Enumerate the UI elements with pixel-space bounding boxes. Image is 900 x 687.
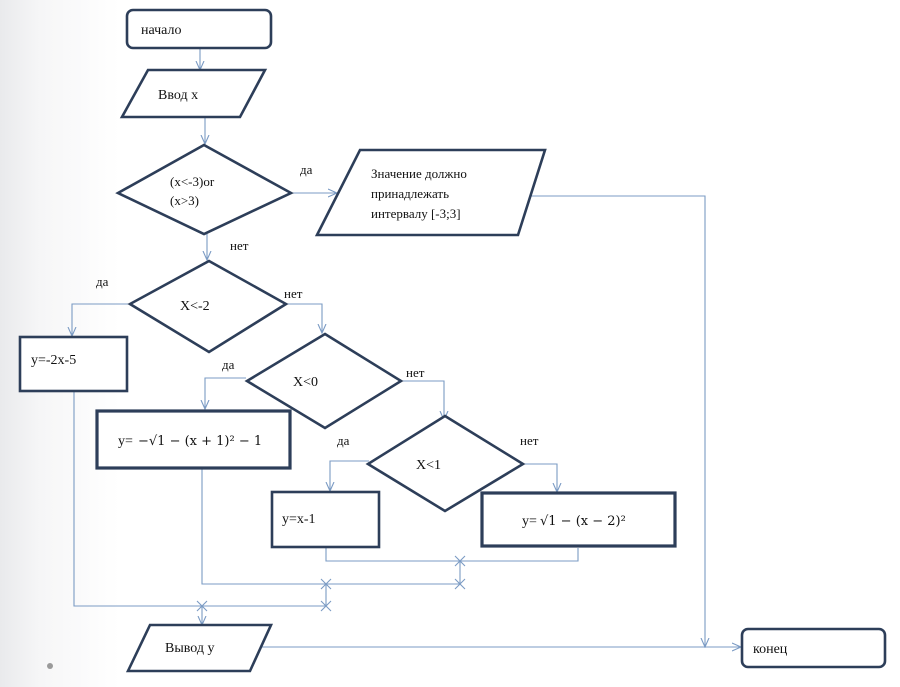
edge-lt-m2-yes	[72, 303, 128, 336]
edge-error-end	[522, 195, 705, 647]
cond-range-diamond	[115, 143, 294, 236]
cond-lt-1-label: X<1	[416, 458, 441, 473]
cond-lt-m2-diamond	[127, 259, 289, 354]
calc-sqrt-neg-formula: −√1 − (x + 1)² − 1	[138, 434, 262, 449]
calc-sqrt-neg-block	[95, 409, 292, 470]
output-label: Вывод y	[165, 641, 214, 656]
input-label: Ввод x	[158, 88, 198, 103]
slide-bullet-dot	[47, 663, 53, 669]
end-label: конец	[753, 642, 788, 657]
edge-merge-mid	[201, 469, 460, 585]
cond-lt-0-diamond	[244, 332, 404, 430]
edge-label-yes-m2: да	[96, 274, 109, 289]
input-block	[119, 68, 268, 119]
calc-m2x5-label: y=-2x-5	[31, 353, 76, 368]
cond-range-label-2: (x>3)	[170, 193, 199, 208]
error-label-2: принадлежать	[371, 186, 449, 201]
junction-ticks	[196, 555, 466, 612]
edge-merge-outer	[73, 391, 326, 607]
edge-lt-0-yes	[205, 377, 246, 409]
error-label-3: интервалу [-3;3]	[371, 206, 461, 221]
calc-sqrt-pos-formula: √1 − (x − 2)²	[540, 514, 626, 529]
calc-x-minus-1-label: y=x-1	[282, 512, 316, 527]
cond-lt-0-label: X<0	[293, 375, 318, 390]
error-output-block	[314, 148, 547, 237]
calc-x-minus-1-block	[270, 490, 381, 549]
output-block	[125, 623, 274, 673]
start-label: начало	[141, 23, 182, 38]
error-label-1: Значение должно	[371, 166, 467, 181]
edge-lt-1-yes	[330, 460, 369, 491]
connectors	[72, 49, 741, 647]
start-terminal	[125, 8, 273, 50]
edge-merge-inner	[325, 547, 579, 562]
cond-range-label-1: (x<-3)or	[170, 174, 215, 189]
end-terminal	[740, 627, 887, 669]
edge-label-yes-0: да	[222, 357, 235, 372]
edge-lt-m2-no	[285, 303, 322, 333]
edge-label-no-0: нет	[406, 365, 425, 380]
calc-sqrt-neg-prefix: y=	[118, 434, 133, 449]
edge-lt-1-no	[522, 463, 557, 492]
edge-label-yes-1: да	[337, 433, 350, 448]
edge-label-no-range: нет	[230, 238, 249, 253]
calc-sqrt-pos-block	[480, 491, 677, 548]
calc-sqrt-pos-prefix: y=	[522, 514, 537, 529]
cond-lt-1-diamond	[365, 414, 526, 513]
edge-label-yes-range: да	[300, 162, 313, 177]
edge-lt-0-no	[400, 380, 444, 420]
cond-lt-m2-label: X<-2	[180, 299, 210, 314]
edge-label-no-m2: нет	[284, 286, 303, 301]
calc-m2x5-block	[18, 335, 129, 393]
edge-label-no-1: нет	[520, 433, 539, 448]
